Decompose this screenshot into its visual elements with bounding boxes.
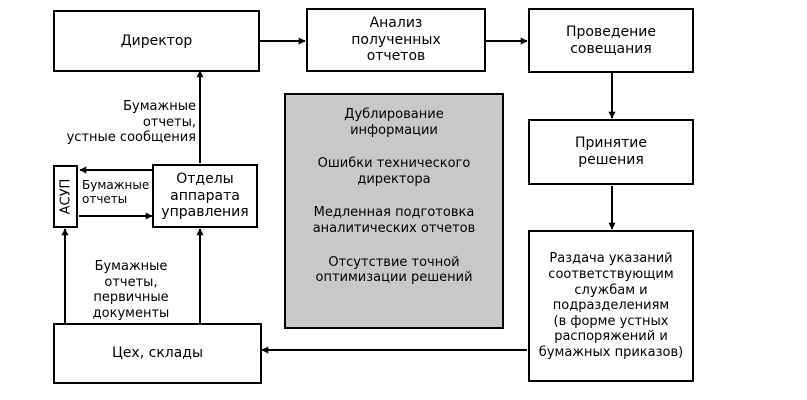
problem-item: Ошибки технического директора xyxy=(317,156,471,187)
workshop-box: Цех, склады xyxy=(53,323,262,384)
director-label: Директор xyxy=(120,32,193,49)
distribution-box: Раздача указаний соответствующим службам… xyxy=(528,230,694,382)
edge-label-to-director: Бумажные отчеты, устные сообщения xyxy=(66,99,196,146)
distribution-label: Раздача указаний соответствующим службам… xyxy=(538,251,684,360)
problems-panel: Дублирование информации Ошибки техническ… xyxy=(284,93,504,329)
asup-label: АСУП xyxy=(58,178,74,215)
analysis-label: Анализ полученных отчетов xyxy=(351,14,441,65)
asup-box: АСУП xyxy=(53,165,78,228)
edge-label-from-workshop: Бумажные отчеты, первичные документы xyxy=(92,259,170,321)
decision-label: Принятие решения xyxy=(575,135,647,168)
meeting-label: Проведение совещания xyxy=(565,23,656,57)
problem-item: Дублирование информации xyxy=(344,107,444,138)
departments-box: Отделы аппарата управления xyxy=(152,164,258,228)
director-box: Директор xyxy=(53,10,260,72)
problem-item: Отсутствие точной оптимизации решений xyxy=(315,254,473,286)
workshop-label: Цех, склады xyxy=(111,345,204,362)
analysis-box: Анализ полученных отчетов xyxy=(306,8,486,72)
departments-label: Отделы аппарата управления xyxy=(161,170,249,221)
decision-box: Принятие решения xyxy=(528,119,694,185)
problem-item: Медленная подготовка аналитических отчет… xyxy=(312,205,476,236)
edge-label-asup-link: Бумажные отчеты xyxy=(82,178,150,207)
meeting-box: Проведение совещания xyxy=(528,8,694,73)
